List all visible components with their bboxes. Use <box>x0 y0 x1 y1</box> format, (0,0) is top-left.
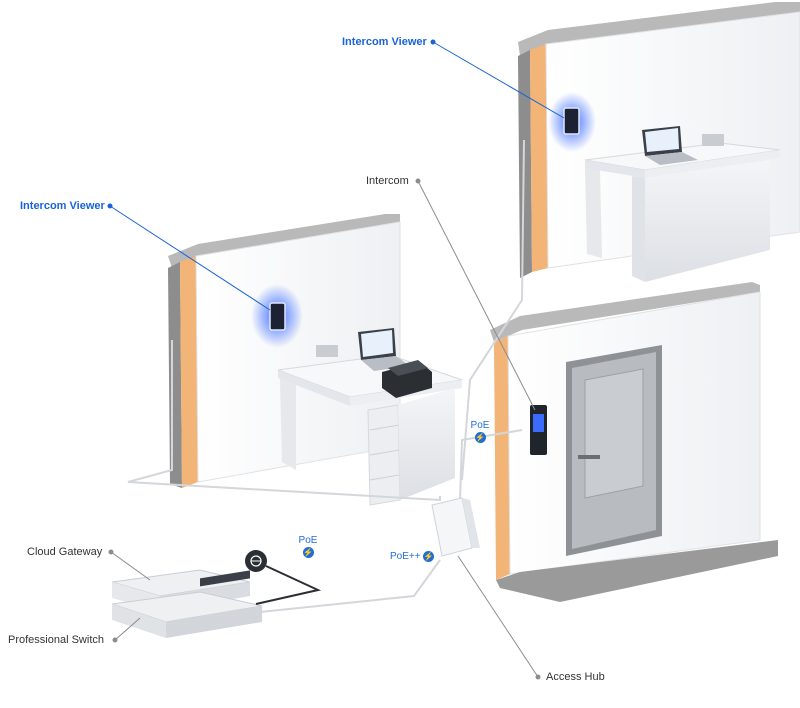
upper-room-wall-top <box>518 2 800 56</box>
cable-upper-wall <box>461 139 525 481</box>
left-desk-box <box>316 345 338 357</box>
callout-switch <box>114 617 141 641</box>
upper-laptop-display <box>645 128 679 152</box>
label-cloud-gateway: Cloud Gateway <box>27 546 103 558</box>
left-intercom-viewer-device <box>269 302 286 331</box>
left-laptop-display <box>361 330 393 357</box>
callout-intercom-dot <box>415 178 421 184</box>
upper-room <box>518 2 800 282</box>
callout-access-hub-dot <box>535 674 541 680</box>
poe-badge-switch: PoE ⚡ <box>294 535 322 559</box>
switch-side <box>112 604 166 638</box>
upper-desk-leg-right <box>632 176 645 282</box>
left-room <box>168 214 463 506</box>
upper-desk-panel <box>645 160 770 282</box>
callout-switch-dot <box>112 637 118 643</box>
left-desk-panel <box>398 388 455 500</box>
drawer-line-3 <box>369 474 400 481</box>
upper-desk-front <box>585 160 645 178</box>
label-professional-switch: Professional Switch <box>8 634 104 646</box>
access-hub-device <box>431 497 480 557</box>
callout-viewer-left <box>109 205 271 311</box>
upper-room-brick <box>518 50 532 278</box>
door-room <box>490 282 778 602</box>
cables <box>127 139 525 613</box>
rack-devices <box>111 550 322 638</box>
door-handle <box>578 455 600 459</box>
upper-room-wood <box>530 44 548 272</box>
cable-switch-to-hub <box>259 559 441 613</box>
cable-hub-to-door <box>459 429 523 501</box>
callout-access-hub <box>457 555 539 678</box>
upper-desk-leg-left <box>585 168 602 258</box>
poe-badge-door: PoE ⚡ <box>466 420 494 444</box>
door-wall-wood <box>494 336 510 580</box>
label-intercom-viewer-left: Intercom Viewer <box>20 200 105 212</box>
left-room-brick <box>168 262 182 488</box>
access-hub-side <box>462 498 480 548</box>
poe-badge-door-text: PoE <box>470 420 490 431</box>
poe-badge-switch-text: PoE <box>298 535 318 546</box>
upper-desk-box <box>702 134 724 146</box>
printer-top <box>388 360 428 376</box>
switch-front <box>166 606 262 638</box>
left-desk-leg <box>280 378 296 470</box>
door-floor <box>496 540 778 602</box>
left-room-wood <box>180 256 198 488</box>
upper-laptop-base <box>645 152 698 165</box>
drawer-line-1 <box>369 424 400 431</box>
cable-left-wall <box>127 340 441 502</box>
label-intercom-viewer-top: Intercom Viewer <box>342 36 427 48</box>
label-intercom: Intercom <box>366 175 409 187</box>
label-access-hub: Access Hub <box>546 671 605 683</box>
callouts <box>107 39 565 680</box>
left-desk-front <box>278 370 350 406</box>
upper-desk-side <box>645 150 780 178</box>
intercom-device-screen <box>533 414 544 432</box>
door-window <box>584 368 644 499</box>
drawer-line-2 <box>369 449 400 456</box>
callout-gateway-dot <box>108 549 114 555</box>
cable-internet <box>255 565 322 605</box>
lightning-bolt-icon: ⚡ <box>474 432 486 443</box>
lightning-bolt-icon: ⚡ <box>423 551 435 562</box>
callout-viewer-top-dot <box>430 39 436 45</box>
poe-plus-plus-text: PoE++ <box>390 551 421 563</box>
callout-intercom <box>417 180 536 411</box>
switch-ports <box>200 570 250 587</box>
poe-plus-plus-badge: PoE++ ⚡ <box>390 551 450 563</box>
door-wall-top <box>490 282 760 342</box>
callout-viewer-top <box>432 41 565 119</box>
lightning-bolt-icon: ⚡ <box>302 547 314 558</box>
callout-viewer-left-dot <box>107 203 113 209</box>
callout-gateway <box>110 551 151 581</box>
upper-intercom-viewer-device <box>563 107 580 135</box>
